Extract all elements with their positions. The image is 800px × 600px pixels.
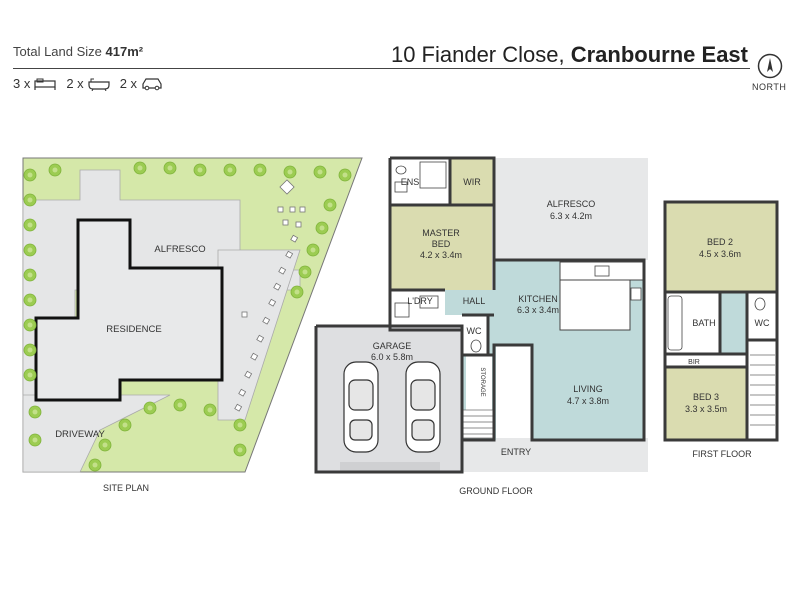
alfresco-label: ALFRESCO xyxy=(547,199,596,209)
ground-stairs xyxy=(461,409,495,439)
wir-label: WIR xyxy=(463,177,481,187)
garage-door xyxy=(340,462,440,472)
garage-label: GARAGE xyxy=(373,341,412,351)
ens-label: ENS xyxy=(401,177,420,187)
ground-walls xyxy=(314,156,646,474)
bed2-room xyxy=(665,202,777,292)
bir-label: BIR xyxy=(688,359,700,366)
master-bed-label-1: MASTER xyxy=(422,228,460,238)
car-right xyxy=(405,361,441,453)
stepping-stones xyxy=(234,179,306,412)
site-residence-label: RESIDENCE xyxy=(106,324,161,335)
land-size: Total Land Size 417m² xyxy=(13,44,143,59)
garage-size: 6.0 x 5.8m xyxy=(371,352,413,362)
alfresco-area xyxy=(494,158,648,260)
hall-area xyxy=(445,290,505,315)
ground-floor-title: GROUND FLOOR xyxy=(459,486,533,496)
site-plan-title: SITE PLAN xyxy=(103,483,149,493)
kitchen-size: 6.3 x 3.4m xyxy=(517,305,559,315)
feature-summary: 3 x 2 x 2 x xyxy=(13,76,163,91)
ground-floor-plan: ENS WIR MASTER BED 4.2 x 3.4m ALFRESCO 6… xyxy=(314,156,648,496)
living-size: 4.7 x 3.8m xyxy=(567,396,609,406)
site-alfresco-label: ALFRESCO xyxy=(154,244,205,255)
bed2-size: 4.5 x 3.6m xyxy=(699,249,741,259)
sink xyxy=(594,265,610,277)
first-fixtures xyxy=(667,295,766,351)
ground-fixtures xyxy=(394,161,482,353)
bath-icon xyxy=(88,78,110,91)
bed-count: 3 x xyxy=(13,76,31,91)
bed3-label: BED 3 xyxy=(693,392,719,402)
car-left xyxy=(343,361,379,453)
residence-footprint xyxy=(34,218,224,402)
cooktop xyxy=(630,287,642,301)
site-driveway-label: DRIVEWAY xyxy=(55,429,105,440)
bath-count: 2 x xyxy=(66,76,84,91)
ground-wc-label: WC xyxy=(467,326,482,336)
address-street: 10 Fiander Close, xyxy=(390,42,565,67)
entry-label: ENTRY xyxy=(501,447,531,457)
address-title: 10 Fiander Close, Cranbourne East xyxy=(391,42,748,68)
bed3-room xyxy=(665,367,747,440)
living-label: LIVING xyxy=(573,384,603,394)
kitchen-label: KITCHEN xyxy=(518,294,558,304)
bed-icon xyxy=(34,78,56,90)
wir-room xyxy=(450,158,494,205)
storage-room xyxy=(466,355,492,410)
alfresco-size: 6.3 x 4.2m xyxy=(550,211,592,221)
address-suburb: Cranbourne East xyxy=(570,42,748,67)
bir-room xyxy=(665,354,747,367)
north-compass-icon xyxy=(757,53,783,79)
site-plan: ALFRESCO RESIDENCE DRIVEWAY SITE PLAN xyxy=(22,157,363,493)
land-size-value: 417m² xyxy=(105,44,144,59)
kitchen-island xyxy=(559,279,631,331)
bed3-size: 3.3 x 3.5m xyxy=(685,404,727,414)
first-stairs-void xyxy=(747,340,777,440)
master-bed-room xyxy=(390,205,492,290)
first-walls xyxy=(663,200,779,442)
bed2-label: BED 2 xyxy=(707,237,733,247)
first-floor-plan: BED 2 4.5 x 3.6m BATH WC BED 3 3.3 x 3.5… xyxy=(663,200,779,459)
first-wc-label: WC xyxy=(755,318,770,328)
north-label: NORTH xyxy=(752,82,787,92)
master-bed-size: 4.2 x 3.4m xyxy=(420,250,462,260)
header-divider xyxy=(13,68,750,69)
hall-label: HALL xyxy=(463,296,486,306)
laundry-label: L'DRY xyxy=(407,296,433,306)
land-size-label: Total Land Size xyxy=(13,44,102,59)
master-bed-label-2: BED xyxy=(432,239,451,249)
first-floor-title: FIRST FLOOR xyxy=(692,449,752,459)
car-count: 2 x xyxy=(119,76,138,91)
entry-porch xyxy=(462,438,648,472)
driveway-area xyxy=(22,394,171,473)
car-icon xyxy=(142,77,162,90)
storage-label: STORAGE xyxy=(479,367,485,396)
bath-label: BATH xyxy=(692,318,715,328)
first-stairs xyxy=(750,354,775,426)
